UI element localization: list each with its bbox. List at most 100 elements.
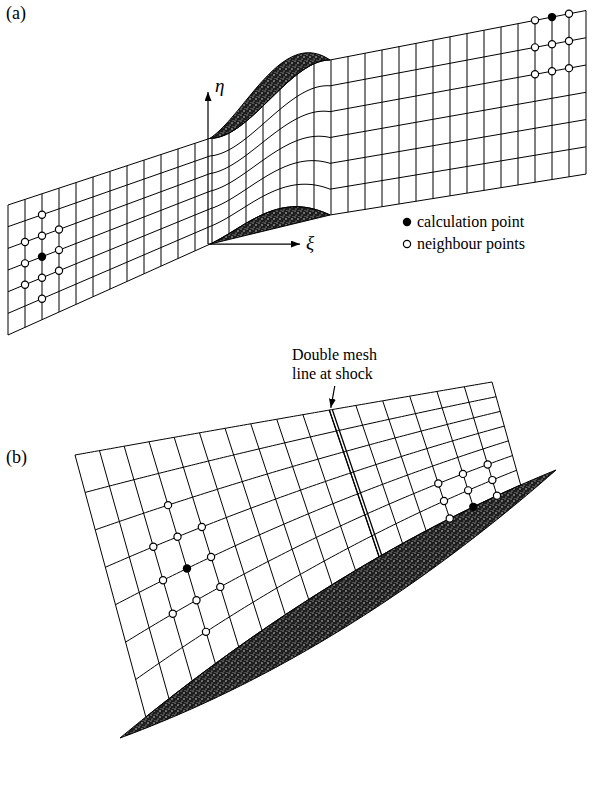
mesh-line: [174, 437, 239, 646]
blade-wall: [120, 470, 556, 738]
mesh-line: [178, 149, 179, 259]
mesh-line: [297, 75, 298, 207]
mesh-line: [93, 177, 94, 297]
neighbour-point: [164, 502, 171, 509]
neighbour-point: [38, 232, 45, 239]
neighbour-point: [55, 226, 62, 233]
mesh-line: [586, 11, 587, 175]
mesh-line: [464, 387, 497, 496]
mesh-line: [437, 391, 473, 506]
neighbour-point: [55, 247, 62, 254]
calculation-point: [183, 564, 191, 572]
neighbour-point: [38, 211, 45, 218]
neighbour-point: [38, 295, 45, 302]
mesh-line: [149, 442, 215, 664]
neighbour-point: [493, 492, 500, 499]
neighbour-point: [531, 17, 538, 24]
mesh-line: [399, 47, 400, 204]
mesh-line: [95, 411, 500, 529]
neighbour-point: [198, 523, 205, 530]
mesh-line: [75, 382, 492, 455]
mesh-line: [110, 171, 111, 289]
mesh-line: [382, 50, 383, 207]
neighbour-point: [159, 577, 166, 584]
mesh-line: [383, 401, 426, 531]
mesh-b: [75, 382, 556, 738]
mesh-line: [85, 397, 496, 493]
shock-double-line: [332, 410, 381, 556]
mesh-line: [303, 415, 356, 571]
axis-label: ξ: [306, 233, 314, 252]
mesh-line: [356, 405, 403, 543]
neighbour-point: [465, 487, 472, 494]
neighbour-point: [565, 37, 572, 44]
mesh-line: [161, 155, 162, 267]
mesh-line: [314, 64, 315, 209]
neighbour-point: [565, 65, 572, 72]
mesh-line: [365, 53, 366, 209]
axis-label: η: [215, 76, 224, 95]
neighbour-point: [531, 44, 538, 51]
neighbour-point: [193, 597, 200, 604]
neighbour-point: [489, 476, 496, 483]
neighbour-point: [150, 543, 157, 550]
neighbour-point: [484, 461, 491, 468]
xi-axis: [208, 244, 300, 245]
legend-neighbour-sample: [403, 240, 410, 247]
mesh-line: [501, 27, 502, 188]
mesh-line: [146, 485, 521, 717]
mesh-line: [484, 30, 485, 190]
neighbour-point: [548, 68, 555, 75]
mesh-line: [136, 470, 517, 679]
mesh-a: [8, 10, 586, 335]
panel-label: (b): [6, 448, 27, 467]
upper-bump-wall: [210, 53, 330, 139]
mesh-line: [75, 455, 146, 717]
neighbour-point: [21, 238, 28, 245]
neighbour-point: [459, 470, 466, 477]
mesh-line: [124, 446, 192, 681]
mesh-line: [329, 410, 379, 557]
mesh-line: [225, 428, 285, 614]
mesh-line: [433, 40, 434, 198]
eta-axis: [207, 92, 208, 244]
calculation-point: [548, 13, 556, 21]
legend-calculation-sample: [403, 218, 411, 226]
neighbour-point: [38, 274, 45, 281]
neighbour-point: [202, 628, 209, 635]
shock-double-line: [329, 410, 379, 557]
neighbour-point: [531, 71, 538, 78]
callout-label: Double mesh line at shock: [292, 345, 398, 383]
mesh-line: [416, 43, 417, 201]
neighbour-point: [446, 515, 453, 522]
neighbour-point: [21, 281, 28, 288]
mesh-line: [263, 106, 264, 214]
mesh-line: [195, 143, 196, 251]
calculation-point: [469, 503, 477, 511]
mesh-line: [200, 433, 262, 631]
mesh-line: [492, 382, 521, 485]
mesh-line: [127, 166, 128, 282]
legend-text: calculation point: [417, 212, 524, 231]
mesh-line: [76, 183, 77, 305]
mesh-line: [467, 34, 468, 194]
neighbour-point: [440, 497, 447, 504]
mesh-line: [229, 133, 230, 233]
calculation-point: [38, 253, 46, 261]
mesh-line: [212, 138, 213, 243]
neighbour-point: [174, 533, 181, 540]
mesh-line: [251, 424, 309, 600]
mesh-line: [450, 37, 451, 196]
mesh-line: [246, 121, 247, 223]
legend-text: neighbour points: [417, 234, 525, 253]
mesh-line: [348, 57, 349, 213]
neighbour-point: [435, 480, 442, 487]
mesh-line: [8, 205, 9, 335]
neighbour-point: [21, 260, 28, 267]
neighbour-point: [55, 267, 62, 274]
mesh-line: [518, 24, 519, 185]
neighbour-point: [548, 41, 555, 48]
mesh-line: [8, 38, 586, 227]
